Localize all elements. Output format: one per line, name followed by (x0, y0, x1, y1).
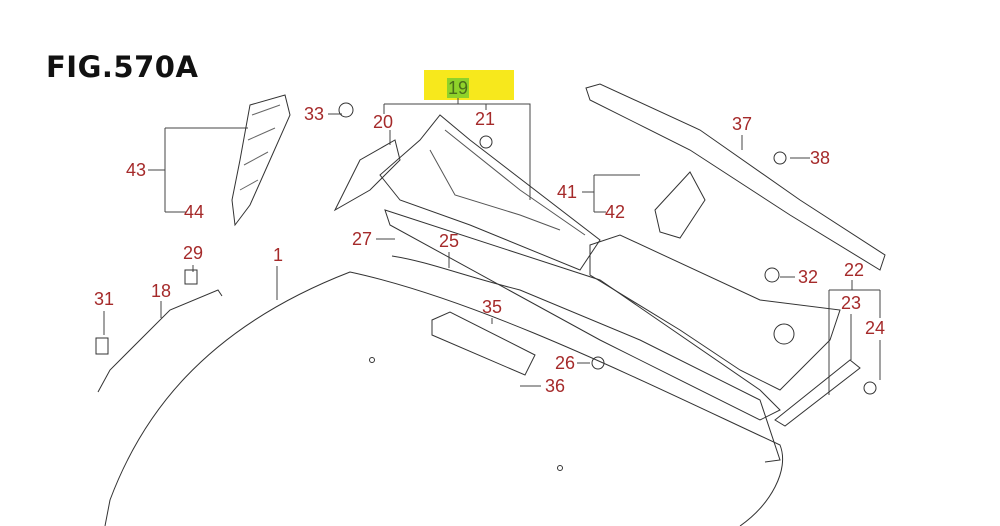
callout-24[interactable]: 24 (864, 318, 886, 338)
figure-title: FIG.570A (46, 50, 199, 84)
side-grille (654, 171, 706, 239)
highlight-marker (424, 70, 514, 100)
cowl-panel (384, 209, 781, 421)
hood-outline (104, 271, 784, 526)
callout-43[interactable]: 43 (125, 160, 147, 180)
cowl-top-panel (379, 114, 601, 271)
callout-31[interactable]: 31 (93, 289, 115, 309)
callout-33[interactable]: 33 (303, 104, 325, 124)
callout-29[interactable]: 29 (182, 243, 204, 263)
callout-38[interactable]: 38 (809, 148, 831, 168)
callout-42[interactable]: 42 (604, 202, 626, 222)
callout-25[interactable]: 25 (438, 231, 460, 251)
callout-1[interactable]: 1 (272, 245, 284, 265)
callout-36[interactable]: 36 (544, 376, 566, 396)
hood-stay-rod (97, 289, 223, 393)
washer-hose (391, 255, 781, 463)
right-cowl-panel (589, 234, 841, 391)
callout-21[interactable]: 21 (474, 109, 496, 129)
callout-26[interactable]: 26 (554, 353, 576, 373)
callout-37[interactable]: 37 (731, 114, 753, 134)
hood-seal-strip (585, 83, 886, 271)
callout-19-highlighted[interactable]: 19 (446, 78, 470, 98)
callout-22[interactable]: 22 (843, 260, 865, 280)
callout-23[interactable]: 23 (840, 293, 862, 313)
callout-41[interactable]: 41 (556, 182, 578, 202)
callout-32[interactable]: 32 (797, 267, 819, 287)
side-seal (231, 94, 291, 227)
callout-35[interactable]: 35 (481, 297, 503, 317)
bracket (431, 311, 536, 376)
callout-19-label: 19 (446, 78, 470, 98)
callout-44[interactable]: 44 (183, 202, 205, 222)
callout-18[interactable]: 18 (150, 281, 172, 301)
callout-27[interactable]: 27 (351, 229, 373, 249)
callout-20[interactable]: 20 (372, 112, 394, 132)
leader-lines (103, 98, 881, 395)
